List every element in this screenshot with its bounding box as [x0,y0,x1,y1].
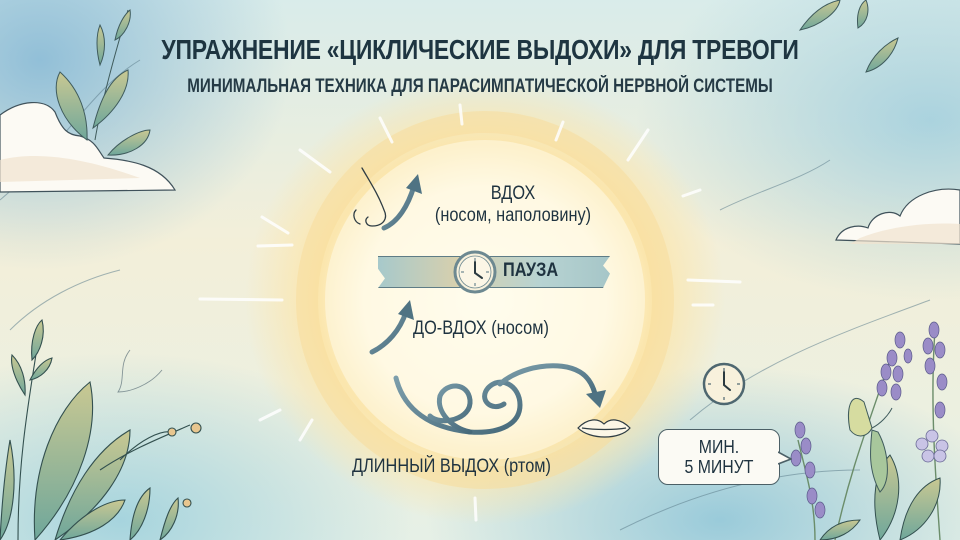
duration-line-2: 5 МИНУТ [684,457,754,477]
butterfly-icon [848,398,893,493]
duration-line-1: МИН. [698,437,740,457]
clock-icon [702,362,746,406]
cloud-right [835,188,960,245]
spiral-arrow-icon [393,363,599,435]
nose-icon [353,167,387,227]
inhale-note: (носом, наполовину) [434,205,592,226]
wind-curl-left [117,349,163,393]
exhale-label: ДЛИННЫЙ ВЫДОХ (ртом) [352,456,551,477]
inhale-title: ВДОХ [490,183,536,204]
top-up-label: ДО-ВДОХ (носом) [413,318,549,339]
clock-icon [453,250,497,294]
page-subtitle: МИНИМАЛЬНАЯ ТЕХНИКА ДЛЯ ПАРАСИМПАТИЧЕСКО… [187,76,773,97]
callout-tail [778,451,792,465]
cloud-left [0,101,177,193]
sun [296,111,674,489]
pause-label: ПАУЗА [503,260,559,281]
lips-icon [577,419,631,438]
page-title: УПРАЖНЕНИЕ «ЦИКЛИЧЕСКИЕ ВЫДОХИ» ДЛЯ ТРЕВ… [161,34,799,65]
arrow-up-icon [369,300,414,355]
arrowhead [586,390,606,408]
duration-callout: МИН. 5 МИНУТ [658,429,780,485]
plant-bottom-left [0,319,202,540]
lavender-bottom-right [790,321,949,540]
